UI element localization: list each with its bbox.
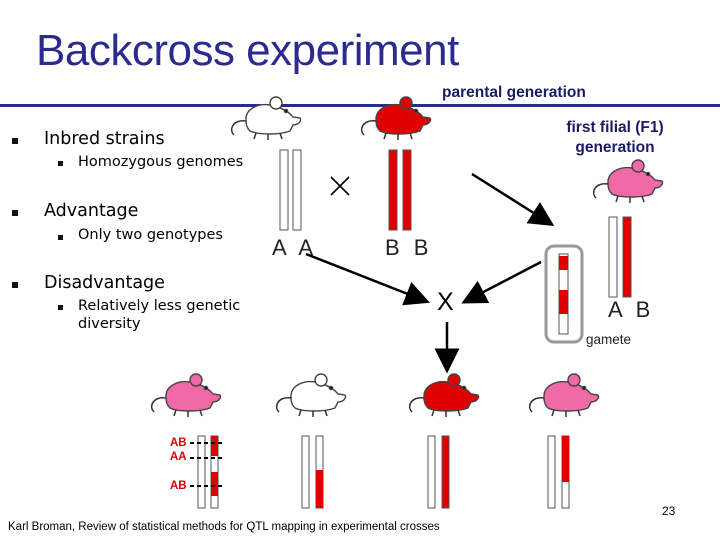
arrow-parent-to-cross <box>305 252 430 306</box>
cross-symbol: X <box>437 288 454 316</box>
sub-bullet-marker <box>58 305 63 310</box>
sub-bullet-two-genotypes: Only two genotypes <box>78 227 223 243</box>
bullet-inbred: Inbred strains <box>44 129 165 149</box>
gamete-label: gamete <box>586 332 632 347</box>
arrow-gamete-to-cross <box>461 260 542 304</box>
bullet-marker <box>12 138 18 144</box>
pink-f1-mouse <box>592 159 664 204</box>
parental-generation-label: parental generation <box>442 84 586 101</box>
red-parent-mouse <box>360 96 432 141</box>
offspring-mouse-red <box>408 373 480 418</box>
f1-label-line1: first filial (F1) <box>566 119 664 136</box>
sub-bullet-diversity: Relatively less genetic diversity <box>78 298 241 332</box>
slide-title: Backcross experiment <box>36 26 459 75</box>
f1-label-line2: generation <box>575 139 655 156</box>
sub-bullet-marker <box>58 161 63 166</box>
f1-chromosomes <box>608 216 632 298</box>
offspring-mouse-white <box>275 373 347 418</box>
offspring-1-chromosomes <box>190 435 224 509</box>
white-parent-mouse <box>230 96 302 141</box>
footer-citation: Karl Broman, Review of statistical metho… <box>8 521 440 533</box>
parental-cross-icon <box>330 176 350 196</box>
sub-bullet-marker <box>58 235 63 240</box>
offspring-2-chromosomes <box>301 435 324 509</box>
bullet-advantage: Advantage <box>44 201 139 221</box>
offspring-3-chromosomes <box>427 435 450 509</box>
genotype-bb: B B <box>385 235 433 260</box>
offspring-4-chromosomes <box>547 435 570 509</box>
bullet-marker <box>12 210 18 216</box>
offspring-genotype-3: AB <box>170 480 187 492</box>
offspring-mouse-pink <box>150 373 222 418</box>
sub-bullet-homozygous: Homozygous genomes <box>78 154 244 170</box>
offspring-genotype-2: AA <box>170 451 187 463</box>
arrow-to-f1 <box>471 172 555 227</box>
gamete-box <box>544 244 584 344</box>
title-rule <box>0 104 720 107</box>
offspring-genotype-1: AB <box>170 437 187 449</box>
parent-aa-chromosomes <box>279 149 302 231</box>
genotype-aa: A A <box>272 235 318 260</box>
bullet-disadvantage: Disadvantage <box>44 273 165 293</box>
genotype-ab: A B <box>608 297 655 322</box>
offspring-mouse-pink-2 <box>528 373 600 418</box>
f1-generation-label: first filial (F1) generation <box>540 118 690 158</box>
bullet-marker <box>12 282 18 288</box>
parent-bb-chromosomes <box>388 149 412 231</box>
page-number: 23 <box>662 504 676 518</box>
